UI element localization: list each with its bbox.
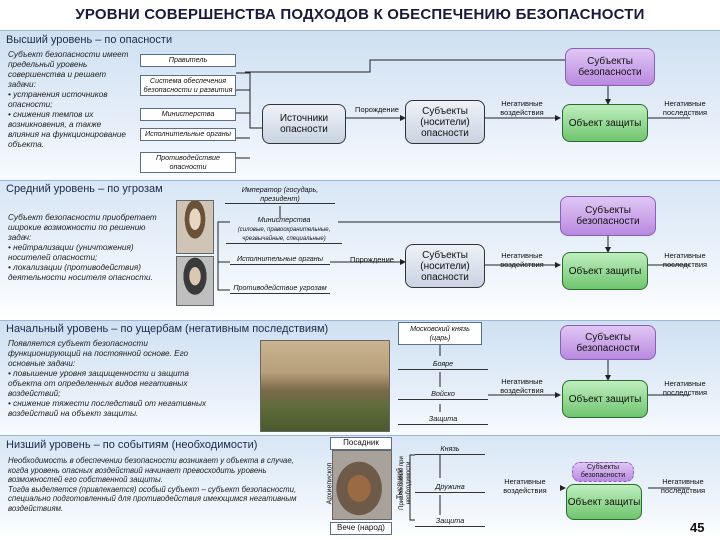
counteraction-threats-label: Противодействие угрозам [230,283,330,294]
security-subjects-node-2: Субъекты безопасности [560,196,656,236]
danger-carriers-node-2: Субъекты (носители) опасности [405,244,485,288]
security-subjects-node-3: Субъекты безопасности [560,325,656,360]
page-number: 45 [690,520,705,535]
negative-consequences-label-4: Негативные последствия [660,477,706,495]
level3-heading: Начальный уровень – по ущербам (негативн… [6,323,329,335]
hierarchy-ministries: Министерства [140,108,236,121]
veche-painting [332,450,392,520]
hierarchy-system: Система обеспечения безопасности и разви… [140,75,236,96]
ministries-sub-label: (силовые, правоохранительные, чрезвычайн… [226,226,342,244]
boyars-label: Бояре [398,359,488,370]
level2-description: Субъект безопасности приобретает широкие… [8,213,157,282]
protected-object-node-2: Объект защиты [562,252,648,290]
generation-label-2: Порождение [350,255,394,264]
protected-object-node-3: Объект защиты [562,380,648,418]
level1-description: Субъект безопасности имеет предельный ур… [8,50,129,149]
protected-object-node: Объект защиты [562,104,648,142]
level3-description: Появляется субъект безопасности функцион… [8,339,207,418]
hierarchy-executive: Исполнительные органы [140,128,236,141]
posadnik-box: Посадник [330,437,392,450]
veche-box: Вече (народ) [330,522,392,535]
hierarchy-counteraction: Противодействие опасности [140,152,236,173]
security-subjects-node-4: Субъекты безопасности [572,462,634,482]
negative-impact-label-4: Негативные воздействия [503,477,547,495]
level2-heading: Средний уровень – по угрозам [6,183,163,195]
druzhina-label: Дружина [415,482,485,493]
executive-label: Исполнительные органы [230,254,330,265]
danger-carriers-node: Субъекты (носители) опасности [405,100,485,144]
protection-label: Защита [398,414,488,425]
level4-heading: Низший уровень – по событиям (необходимо… [6,439,258,451]
selected-when-needed-label: Привлекаемые при необходимости [399,456,412,510]
emperor-label: Император (государь, президент) [225,185,335,204]
negative-impact-label-2: Негативные воздействия [500,251,544,269]
negative-consequences-label-3: Негативные последствия [662,379,708,397]
level4-description: Необходимость в обеспечении безопасности… [8,456,297,513]
level1-heading: Высший уровень – по опасности [6,34,173,46]
battle-painting [260,340,390,432]
page-title: УРОВНИ СОВЕРШЕНСТВА ПОДХОДОВ К ОБЕСПЕЧЕН… [75,6,645,23]
protected-object-node-4: Объект защиты [566,484,642,520]
portrait-emperor [176,200,214,254]
moscow-prince-box: Московский князь (царь) [398,322,482,345]
army-label: Войско [398,389,488,400]
negative-consequences-label-2: Негативные последствия [662,251,708,269]
negative-impact-label-3: Негативные воздействия [500,377,544,395]
ministries-label: Министерства [257,215,311,224]
source-of-danger-node: Источники опасности [262,104,346,144]
generation-label: Порождение [355,105,399,114]
negative-consequences-label: Негативные последствия [662,99,708,117]
protection-label-4: Защита [415,516,485,527]
negative-impact-label: Негативные воздействия [500,99,544,117]
prince-label: Князь [415,444,485,455]
security-subjects-node: Субъекты безопасности [565,48,655,86]
hierarchy-ruler: Правитель [140,54,236,67]
portrait-leader [176,256,214,306]
